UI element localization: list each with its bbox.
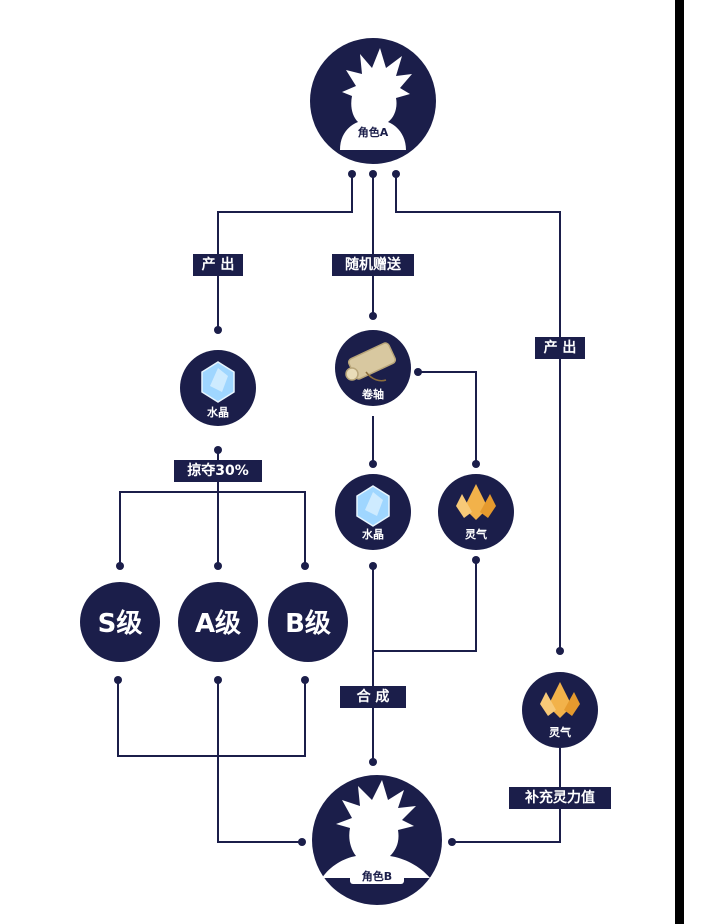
edge-roleA-crystal1 bbox=[217, 174, 353, 330]
aura-1-label: 灵气 bbox=[465, 527, 487, 541]
node-crystal-1: 水晶 bbox=[180, 350, 256, 426]
tag-replenish-text: 补充灵力值 bbox=[524, 789, 595, 806]
connector-dots bbox=[114, 170, 564, 846]
edge-aura1-synthesize bbox=[373, 560, 477, 652]
node-role-b: 角色B bbox=[312, 775, 442, 905]
character-silhouette-icon bbox=[340, 48, 412, 150]
node-role-a: 角色A bbox=[310, 38, 436, 164]
scroll-label: 卷轴 bbox=[361, 387, 384, 401]
tag-synthesize: 合 成 bbox=[340, 686, 406, 708]
tag-random-gift-text: 随机赠送 bbox=[345, 256, 402, 273]
tag-plunder-text: 掠夺30% bbox=[187, 462, 249, 479]
tag-produce-right-text: 产 出 bbox=[544, 339, 577, 356]
node-aura-2: 灵气 bbox=[522, 672, 598, 748]
frame-right-border bbox=[675, 0, 684, 924]
crystal-2-label: 水晶 bbox=[362, 527, 384, 541]
aura-crystal-icon bbox=[540, 682, 580, 718]
scroll-icon bbox=[345, 342, 397, 382]
node-grade-s: S级 bbox=[80, 582, 160, 662]
tag-produce-left-text: 产 出 bbox=[202, 256, 235, 273]
edge-crystal1-gradesSB bbox=[119, 491, 306, 566]
tag-produce-left: 产 出 bbox=[193, 254, 243, 276]
node-aura-1: 灵气 bbox=[438, 474, 514, 550]
aura-crystal-icon bbox=[456, 484, 496, 520]
node-grade-a: A级 bbox=[178, 582, 258, 662]
edge-roleA-aura2 bbox=[395, 174, 561, 651]
node-grade-b: B级 bbox=[268, 582, 348, 662]
tag-produce-right: 产 出 bbox=[535, 337, 585, 359]
tag-synthesize-text: 合 成 bbox=[357, 688, 390, 705]
edge-gradesSB-join bbox=[117, 680, 306, 757]
edge-scroll-aura1 bbox=[418, 371, 477, 464]
role-b-label: 角色B bbox=[362, 869, 392, 883]
role-a-label: 角色A bbox=[358, 125, 389, 139]
node-crystal-2: 水晶 bbox=[335, 474, 411, 550]
grade-s-label: S级 bbox=[98, 608, 143, 639]
tag-plunder: 掠夺30% bbox=[174, 460, 262, 482]
grade-b-label: B级 bbox=[285, 608, 331, 639]
edge-gradeA-roleB bbox=[217, 680, 302, 843]
edge-aura2-roleB bbox=[452, 748, 561, 843]
grade-a-label: A级 bbox=[195, 608, 241, 639]
aura-2-label: 灵气 bbox=[549, 725, 571, 739]
node-scroll: 卷轴 bbox=[335, 330, 411, 406]
crystal-1-label: 水晶 bbox=[207, 405, 229, 419]
character-silhouette-icon bbox=[322, 780, 430, 878]
tag-replenish: 补充灵力值 bbox=[509, 787, 611, 809]
tag-random-gift: 随机赠送 bbox=[332, 254, 414, 276]
